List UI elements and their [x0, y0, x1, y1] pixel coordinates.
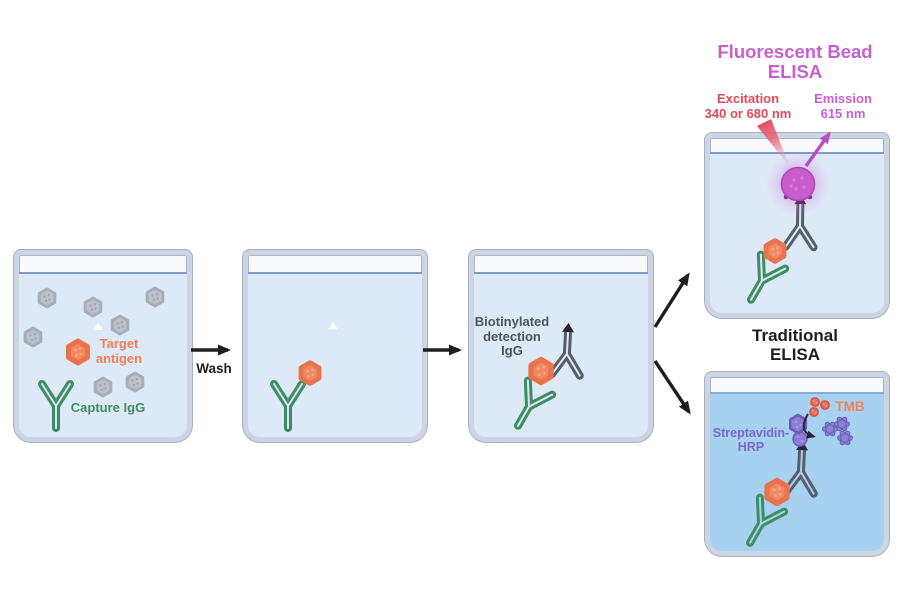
- branch-arrow-down-icon: [653, 360, 691, 415]
- label-line: IgG: [501, 343, 523, 359]
- label-line: 340 or 680 nm: [704, 105, 792, 121]
- streptavidin-hrp-label: Streptavidin- HRP: [704, 426, 798, 454]
- label-line: Emission: [814, 91, 872, 106]
- fluorescent-bead-elisa-title: Fluorescent Bead ELISA: [693, 42, 897, 82]
- label-line: antigen: [95, 350, 143, 366]
- excitation-label: Excitation 340 or 680 nm: [693, 91, 803, 121]
- label-line: Excitation: [716, 91, 780, 106]
- well-washed: [243, 250, 427, 442]
- liquid: [710, 152, 884, 313]
- title-line: ELISA: [769, 345, 821, 365]
- branch-arrow-up-icon: [653, 272, 690, 328]
- label-line: Streptavidin-: [712, 426, 790, 440]
- title-line: ELISA: [767, 60, 823, 82]
- biotinylated-detection-igg-label: Biotinylated detection IgG: [470, 314, 554, 359]
- label-line: Biotinylated: [474, 314, 550, 329]
- liquid: [710, 392, 884, 551]
- traditional-elisa-title: Traditional ELISA: [693, 326, 897, 364]
- target-antigen-label: Target antigen: [89, 336, 149, 366]
- tmb-label: TMB: [835, 399, 865, 414]
- label-line: HRP: [737, 440, 765, 455]
- title-line: Fluorescent Bead: [717, 41, 873, 62]
- label-line: 615 nm: [820, 105, 866, 121]
- well-fluorescent-bead: [705, 133, 889, 318]
- emission-label: Emission 615 nm: [790, 91, 896, 121]
- label-line: Target: [99, 336, 139, 351]
- liquid: [248, 272, 422, 437]
- label-line: detection: [483, 328, 541, 344]
- title-line: Traditional: [752, 326, 838, 345]
- capture-igg-label: Capture IgG: [70, 400, 146, 415]
- wash-label: Wash: [196, 361, 232, 376]
